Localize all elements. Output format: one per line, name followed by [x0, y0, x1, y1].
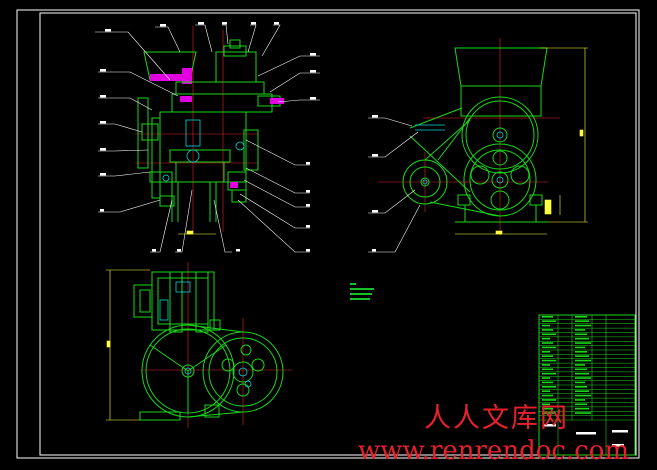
title-block-cell-text	[575, 403, 587, 406]
title-block-cell-text	[575, 351, 587, 353]
large-pulley	[461, 96, 539, 174]
title-block-cell-text	[542, 386, 556, 388]
side-hopper	[454, 47, 548, 87]
title-block-cell-text	[575, 386, 587, 388]
title-block-cell-text	[575, 377, 591, 379]
title-block-cell-text	[542, 342, 553, 344]
title-block-cell-text	[542, 390, 550, 392]
title-block-cell-text	[542, 351, 550, 353]
title-block-cell-text	[575, 316, 587, 318]
title-block-cell-text	[575, 390, 589, 392]
title-block-cell-text	[542, 320, 556, 322]
title-block-cell-text	[542, 372, 556, 375]
title-block-cell-text	[542, 333, 556, 336]
drawing-frame	[16, 9, 640, 459]
title-block-cell-text	[542, 329, 553, 331]
title-block-cell-text	[542, 377, 550, 379]
title-block-cell-text	[542, 399, 556, 401]
title-block-cell-text	[575, 346, 585, 349]
title-block-cell-text	[575, 333, 587, 336]
title-block-cell-text	[575, 372, 589, 375]
title-block-cell-text	[575, 320, 589, 322]
title-block-cell-text	[542, 403, 550, 406]
title-block-cell-text	[542, 316, 553, 318]
watermark-chinese: 人人文库网	[424, 403, 569, 434]
title-block-cell-text	[575, 342, 591, 344]
title-block-cell-text	[542, 394, 553, 397]
title-block-cell-text	[575, 399, 585, 401]
title-block-cell-text	[542, 368, 553, 371]
title-block	[538, 314, 636, 456]
title-block-cell-text	[542, 359, 556, 362]
watermark-url: www.renrendoc.com	[358, 436, 630, 466]
title-block-cell-text	[542, 407, 553, 410]
title-block-cell-text	[542, 337, 550, 340]
side-view-with-belt-drive	[368, 38, 588, 253]
title-block-cell-text	[575, 359, 591, 362]
title-block-cell-text	[575, 324, 591, 327]
title-block-cell-text	[575, 355, 589, 357]
title-block-cell-text	[542, 412, 556, 414]
title-block-cell-text	[542, 324, 550, 327]
title-block-cell-text	[575, 407, 589, 410]
title-block-cell-text	[542, 364, 550, 366]
technical-notes	[350, 283, 374, 300]
title-block-cell-text	[575, 337, 589, 340]
front-section-view	[95, 22, 320, 253]
hopper-hatch	[150, 74, 190, 81]
title-block-cell-text	[575, 364, 585, 366]
title-block-cell-text	[542, 346, 556, 349]
title-block-cell-text	[542, 355, 553, 357]
top-view-with-pulley	[106, 262, 292, 428]
title-block-cell-text	[575, 412, 591, 414]
title-block-cell-text	[575, 329, 585, 331]
title-block-cell-text	[575, 368, 587, 371]
title-block-cell-text	[575, 381, 585, 384]
title-block-cell-text	[542, 381, 553, 384]
title-block-cell-text	[575, 394, 591, 397]
